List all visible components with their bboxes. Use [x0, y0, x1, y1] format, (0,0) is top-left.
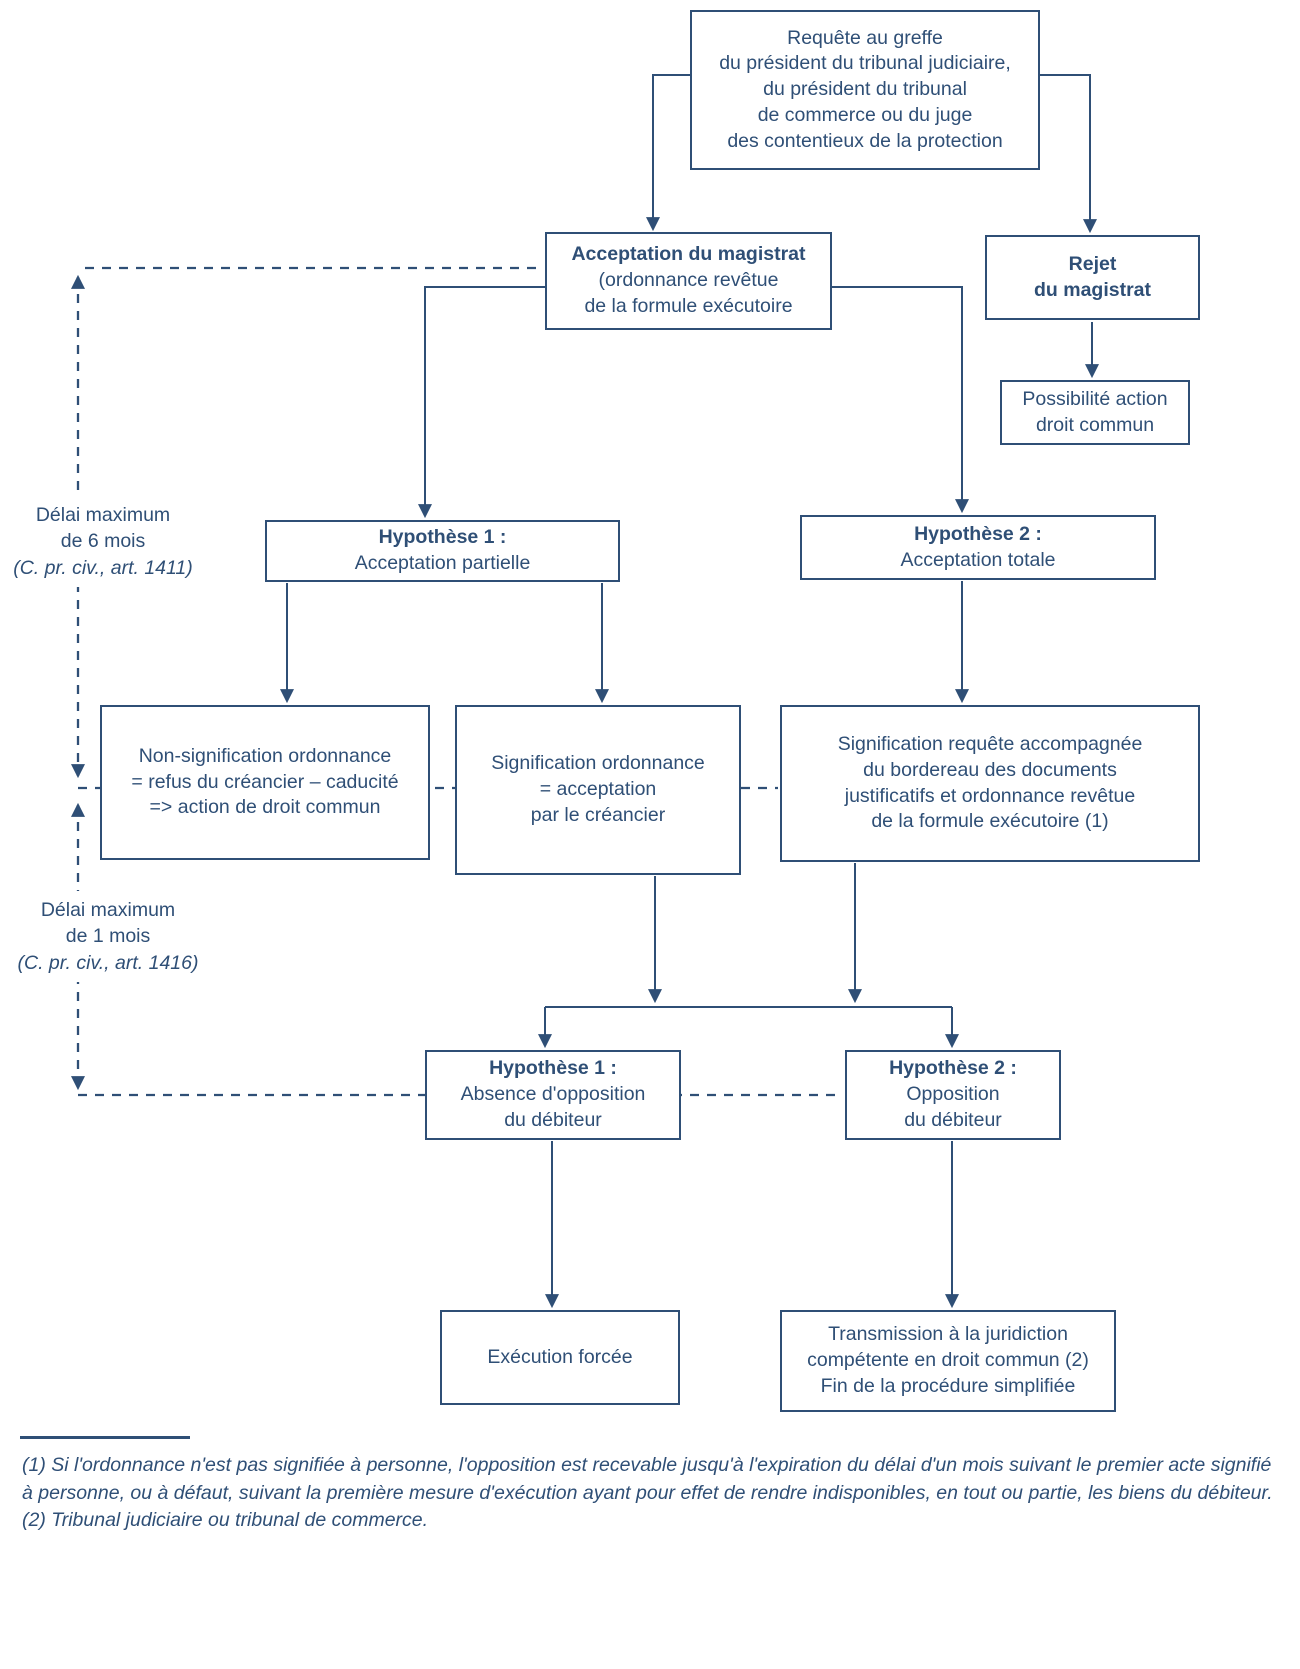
box-hypothese1-absence-opposition: Hypothèse 1 : Absence d'opposition du dé… — [425, 1050, 681, 1140]
box-title: Hypothèse 2 : — [889, 1057, 1017, 1080]
box-acceptation-du-magistrat: Acceptation du magistrat (ordonnance rev… — [545, 232, 832, 330]
box-hypothese1-acceptation-partielle: Hypothèse 1 : Acceptation partielle — [265, 520, 620, 582]
text-line: de la formule exécutoire (1) — [871, 810, 1109, 833]
text-line: du débiteur — [504, 1108, 602, 1131]
text-line: = refus du créancier – caducité — [131, 770, 399, 793]
arrow-acceptation-to-hypothese1 — [418, 286, 545, 519]
text-line: droit commun — [1035, 413, 1155, 436]
solid-arrows — [280, 74, 1099, 1309]
text-line: compétente en droit commun (2) — [807, 1349, 1089, 1372]
text-line: Acceptation totale — [900, 548, 1056, 571]
label-delai-maximum-1-mois: Délai maximum de 1 mois (C. pr. civ., ar… — [2, 891, 214, 982]
text-line: Acceptation partielle — [354, 552, 531, 574]
legal-reference: (C. pr. civ., art. 1411) — [13, 556, 193, 579]
text-line: Délai maximum — [40, 899, 176, 921]
text-line: justificatifs et ordonnance revêtue — [844, 784, 1136, 807]
box-title: Hypothèse 1 : — [489, 1057, 617, 1080]
box-possibilite-action-droit-commun: Possibilité action droit commun — [1000, 380, 1190, 445]
text-line: (ordonnance revêtue — [598, 269, 779, 292]
text-line: de 6 mois — [60, 530, 146, 553]
text-line: Transmission à la juridiction — [828, 1323, 1068, 1346]
box-non-signification-ordonnance: Non-signification ordonnance = refus du … — [100, 705, 430, 860]
text-line: de la formule exécutoire — [584, 294, 793, 317]
box-hypothese2-acceptation-totale: Hypothèse 2 : Acceptation totale — [800, 515, 1156, 580]
text-line: des contentieux de la protection — [727, 129, 1003, 152]
text-line: Signification ordonnance — [491, 752, 705, 775]
text-line: de commerce ou du juge — [757, 103, 973, 126]
arrow-requete-to-acceptation — [646, 74, 690, 232]
arrow-acceptation-to-hypothese2 — [832, 286, 969, 514]
footnote-separator — [20, 1436, 190, 1439]
label-delai-maximum-6-mois: Délai maximum de 6 mois (C. pr. civ., ar… — [2, 496, 204, 587]
text-line: du président du tribunal — [763, 78, 967, 101]
text-line: par le créancier — [530, 803, 666, 826]
text-line: Non-signification ordonnance — [138, 744, 392, 767]
text-line: Requête au greffe — [787, 26, 943, 49]
text-line: = acceptation — [539, 778, 657, 801]
text-line: Exécution forcée — [487, 1345, 633, 1368]
text-line: => action de droit commun — [149, 796, 381, 819]
text-line: Opposition — [906, 1083, 1000, 1106]
text-line: Délai maximum — [35, 504, 171, 526]
arrow-requete-to-rejet — [1040, 74, 1097, 234]
box-title: Acceptation du magistrat — [571, 243, 806, 266]
box-signification-requete: Signification requête accompagnée du bor… — [780, 705, 1200, 862]
footnotes: (1) Si l'ordonnance n'est pas signifiée … — [22, 1452, 1284, 1535]
text-line: du magistrat — [1033, 278, 1152, 301]
text-line: Rejet — [1068, 252, 1117, 275]
box-title: Hypothèse 1 : — [378, 526, 507, 549]
footnote-1: (1) Si l'ordonnance n'est pas signifiée … — [22, 1454, 1273, 1504]
text-line: Possibilité action — [1022, 387, 1168, 410]
box-transmission-juridiction: Transmission à la juridiction compétente… — [780, 1310, 1116, 1412]
legal-reference: (C. pr. civ., art. 1416) — [17, 951, 199, 974]
box-execution-forcee: Exécution forcée — [440, 1310, 680, 1405]
box-requete-au-greffe: Requête au greffe du président du tribun… — [690, 10, 1040, 170]
box-signification-ordonnance: Signification ordonnance = acceptation p… — [455, 705, 741, 875]
box-hypothese2-opposition: Hypothèse 2 : Opposition du débiteur — [845, 1050, 1061, 1140]
text-line: Absence d'opposition — [460, 1083, 646, 1106]
footnote-2: (2) Tribunal judiciaire ou tribunal de c… — [22, 1509, 429, 1532]
text-line: du débiteur — [904, 1108, 1002, 1131]
box-title: Hypothèse 2 : — [914, 522, 1042, 545]
text-line: du bordereau des documents — [863, 758, 1117, 781]
text-line: de 1 mois — [65, 925, 151, 948]
text-line: Signification requête accompagnée — [837, 733, 1143, 756]
text-line: Fin de la procédure simplifiée — [820, 1374, 1076, 1397]
text-line: du président du tribunal judiciaire, — [719, 52, 1011, 75]
box-rejet-du-magistrat: Rejet du magistrat — [985, 235, 1200, 320]
